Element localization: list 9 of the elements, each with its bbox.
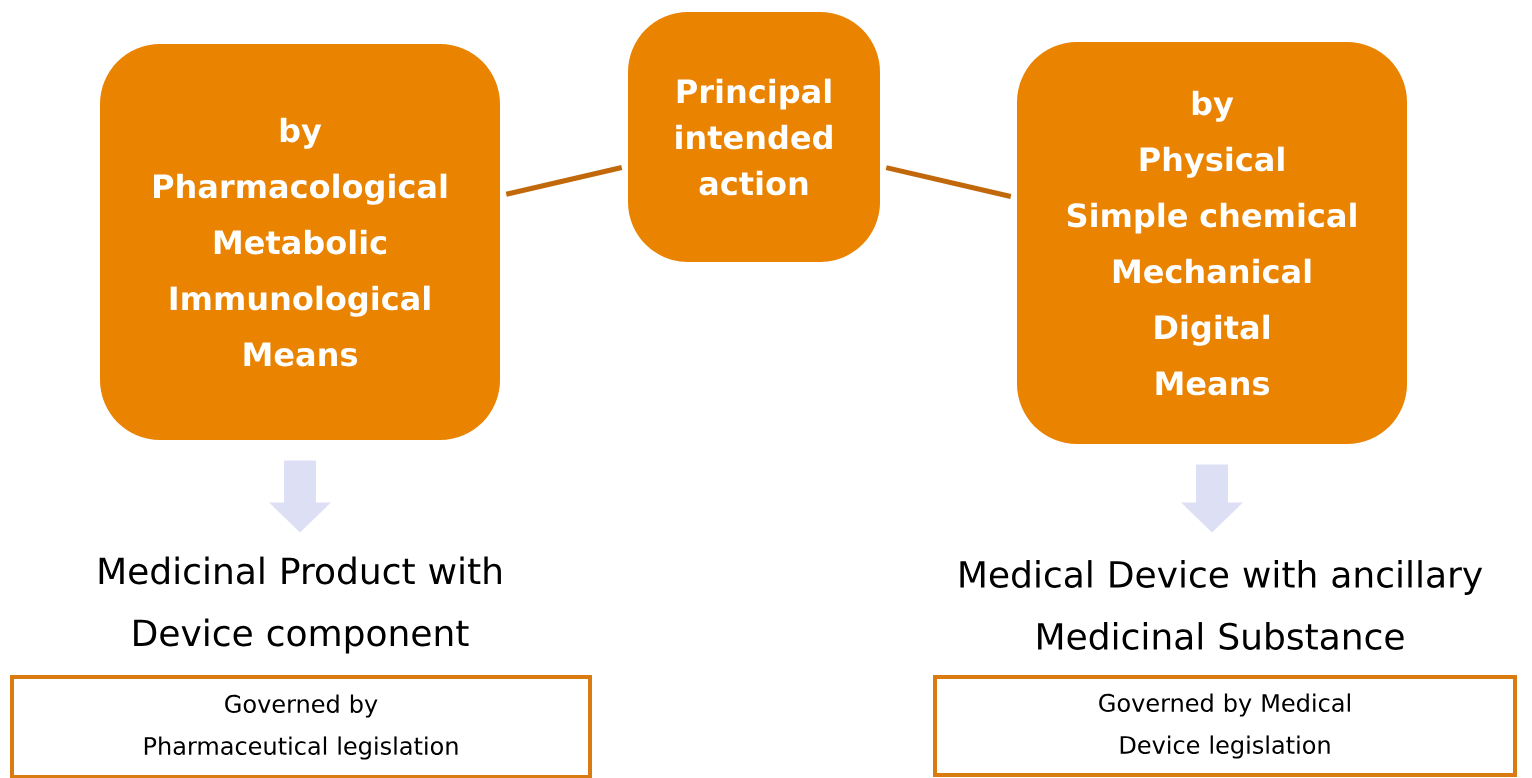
connector-line xyxy=(885,165,1012,199)
note-box: Governed by Pharmaceutical legislation xyxy=(10,675,592,778)
result-text: Medicinal Product with Device component xyxy=(99,556,501,654)
process-box: by Pharmacological Metabolic Immunological Means xyxy=(100,44,500,440)
process-box: by Physical Simple chemical Mechanical Digital Means xyxy=(1017,42,1407,444)
process-box: Principal intended action xyxy=(628,12,880,262)
result-text: Medical Device with ancillary Medicinal Substance xyxy=(960,560,1483,650)
note-box: Governed by Medical Device legislation xyxy=(933,675,1517,777)
connector-line xyxy=(505,165,623,197)
